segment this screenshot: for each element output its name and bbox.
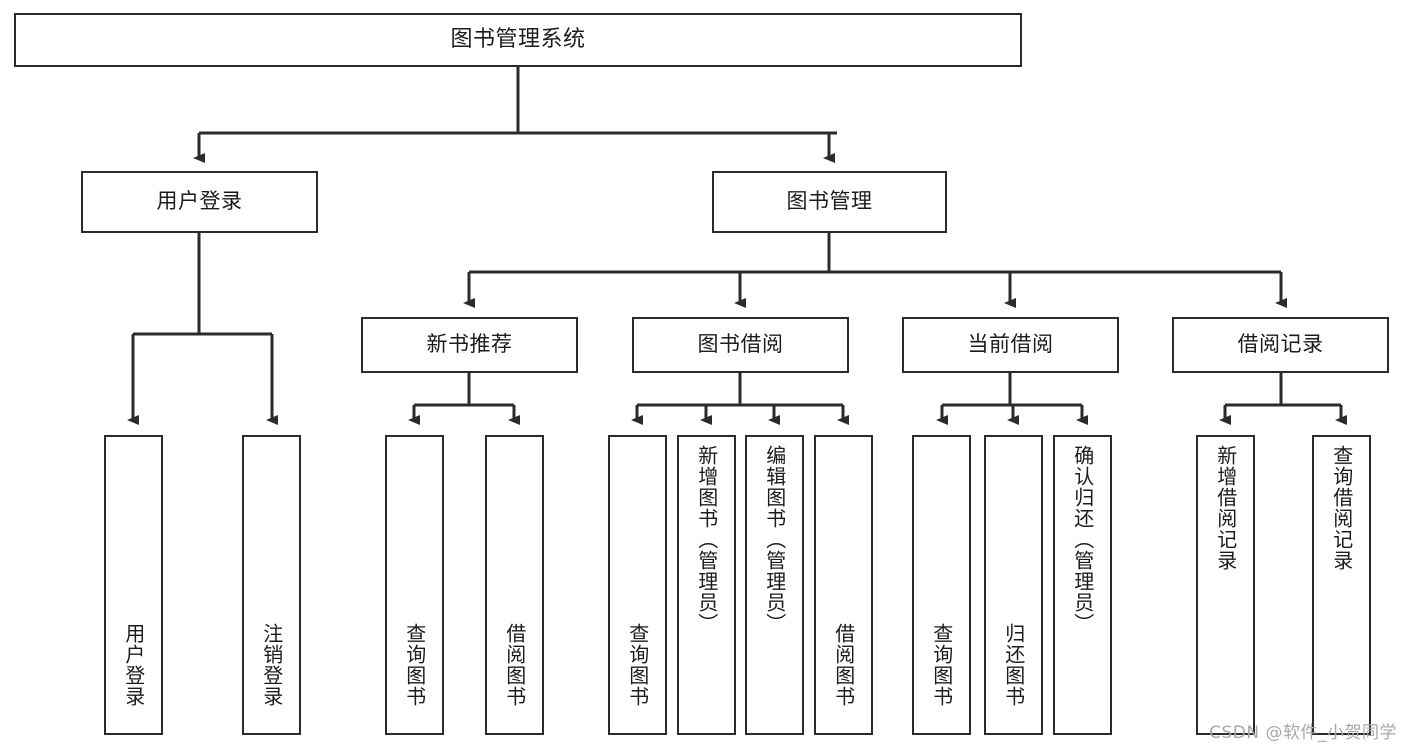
node-new-book-recommend[interactable]: 新书推荐	[361, 317, 578, 373]
leaf-add-borrow-record[interactable]: 新增借阅记录	[1196, 435, 1255, 735]
leaf-label: 确认归还（管理员）	[1070, 445, 1095, 634]
leaf-label: 新增借阅记录	[1213, 445, 1238, 571]
leaf-label: 借阅图书	[831, 623, 856, 707]
leaf-label: 归还图书	[1001, 623, 1026, 707]
node-borrow-record[interactable]: 借阅记录	[1172, 317, 1389, 373]
leaf-query-book-borrow[interactable]: 查询图书	[608, 435, 667, 735]
leaf-label: 注销登录	[259, 623, 284, 707]
leaf-label: 查询图书	[625, 623, 650, 707]
leaf-confirm-return[interactable]: 确认归还（管理员）	[1053, 435, 1112, 735]
node-label: 图书管理	[786, 189, 873, 214]
leaf-borrow-book-recommend[interactable]: 借阅图书	[485, 435, 544, 735]
leaf-label: 借阅图书	[502, 623, 527, 707]
node-label: 当前借阅	[967, 332, 1054, 357]
leaf-query-borrow-record[interactable]: 查询借阅记录	[1312, 435, 1371, 735]
leaf-query-book-current[interactable]: 查询图书	[912, 435, 971, 735]
node-label: 图书管理系统	[450, 26, 586, 52]
node-label: 新书推荐	[426, 332, 513, 357]
leaf-label: 新增图书（管理员）	[694, 445, 719, 634]
leaf-borrow-book[interactable]: 借阅图书	[814, 435, 873, 735]
node-current-borrow[interactable]: 当前借阅	[902, 317, 1119, 373]
leaf-add-book[interactable]: 新增图书（管理员）	[677, 435, 736, 735]
leaf-edit-book[interactable]: 编辑图书（管理员）	[745, 435, 804, 735]
leaf-label: 查询图书	[929, 623, 954, 707]
node-book-borrow[interactable]: 图书借阅	[632, 317, 849, 373]
leaf-label: 用户登录	[121, 623, 146, 707]
node-label: 用户登录	[156, 189, 243, 214]
node-user-login[interactable]: 用户登录	[81, 171, 318, 233]
node-book-manage[interactable]: 图书管理	[712, 171, 947, 233]
leaf-label: 查询图书	[402, 623, 427, 707]
leaf-return-book[interactable]: 归还图书	[984, 435, 1043, 735]
leaf-label: 编辑图书（管理员）	[762, 445, 787, 634]
node-label: 借阅记录	[1237, 332, 1324, 357]
leaf-label: 查询借阅记录	[1329, 445, 1354, 571]
leaf-user-logout[interactable]: 注销登录	[242, 435, 301, 735]
node-label: 图书借阅	[697, 332, 784, 357]
node-book-management-system[interactable]: 图书管理系统	[14, 13, 1022, 67]
leaf-user-login[interactable]: 用户登录	[104, 435, 163, 735]
watermark-text: CSDN @软件_小贺同学	[1209, 723, 1397, 743]
leaf-query-book-recommend[interactable]: 查询图书	[385, 435, 444, 735]
